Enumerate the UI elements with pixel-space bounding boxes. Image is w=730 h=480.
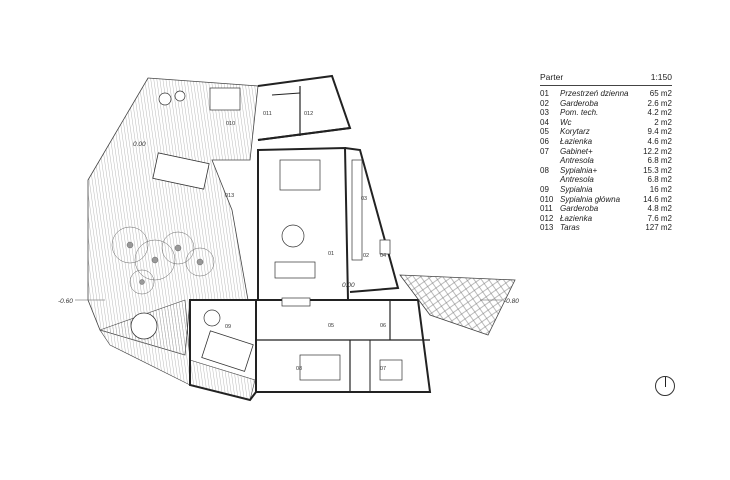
legend-row: 01 Przestrzeń dzienna 65 m2 — [540, 89, 672, 99]
legend-name: Antresola — [560, 156, 594, 166]
room-label-06: 06 — [380, 323, 386, 329]
legend-scale: 1:150 — [650, 72, 672, 82]
legend-name: Sypialnia główna — [560, 194, 621, 204]
legend-row: 012 Łazienka 7.6 m2 — [540, 214, 672, 224]
legend-num: 02 — [540, 98, 549, 108]
room-label-013: 013 — [225, 193, 234, 199]
legend-num: 012 — [540, 213, 554, 223]
room-label-07: 07 — [380, 366, 386, 372]
legend-title: Parter — [540, 72, 564, 82]
legend-num: 06 — [540, 136, 549, 146]
legend-num: 01 — [540, 89, 549, 98]
legend-area: 12.2 m2 — [643, 146, 672, 156]
legend-row: 02 Garderoba 2.6 m2 — [540, 99, 672, 109]
legend-area: 9.4 m2 — [647, 127, 672, 137]
terrace-table — [130, 312, 158, 340]
furniture — [158, 87, 403, 381]
legend-area: 4.2 m2 — [647, 108, 672, 118]
legend-num: 08 — [540, 165, 549, 175]
level-terrace: 0.00 — [133, 141, 146, 148]
legend-name: Korytarz — [560, 127, 590, 137]
legend-name: Sypialnia — [560, 184, 593, 194]
legend-num: 010 — [540, 194, 554, 204]
legend-num: 04 — [540, 117, 549, 127]
sunbed-2 — [201, 330, 254, 372]
room-label-011: 011 — [263, 111, 272, 117]
room-label-012: 012 — [304, 111, 313, 117]
legend-area: 2.6 m2 — [647, 98, 672, 108]
legend-name: Garderoba — [560, 204, 599, 214]
legend-name: Sypialnia+ — [560, 165, 598, 175]
room-label-08: 08 — [296, 366, 302, 372]
entrance-stairs — [399, 274, 516, 336]
room-label-04: 04 — [380, 253, 386, 259]
legend-num — [540, 156, 560, 166]
legend-num: 03 — [540, 108, 549, 118]
legend-row: 08 Sypialnia+ 15.3 m2 — [540, 166, 672, 176]
sunbed — [152, 152, 210, 190]
legend-name: Antresola — [560, 175, 594, 185]
level-right: -0.80 — [504, 298, 519, 305]
legend-row: 013 Taras 127 m2 — [540, 223, 672, 233]
legend-area: 7.6 m2 — [647, 213, 672, 223]
legend-num: 011 — [540, 204, 553, 214]
legend-num: 013 — [540, 223, 554, 233]
tree-icon — [111, 226, 215, 295]
legend-name: Taras — [560, 223, 580, 233]
legend-area: 65 m2 — [649, 89, 672, 98]
legend-area: 127 m2 — [645, 223, 672, 233]
legend-name: Gabinet+ — [560, 146, 593, 156]
room-label-010: 010 — [226, 121, 235, 127]
legend-row: 011 Garderoba 4.8 m2 — [540, 204, 672, 214]
terrace-seat — [203, 309, 221, 327]
legend-name: Łazienka — [560, 136, 593, 146]
legend-name: Pom. tech. — [560, 108, 599, 118]
legend-area: 16 m2 — [649, 184, 672, 194]
legend-name: Przestrzeń dzienna — [560, 89, 629, 98]
legend-area: 2 m2 — [654, 117, 672, 127]
legend-row: Antresola 6.8 m2 — [540, 175, 672, 185]
legend-area: 4.8 m2 — [647, 204, 672, 214]
legend-row: 06 Łazienka 4.6 m2 — [540, 137, 672, 147]
legend-num — [540, 175, 560, 185]
legend-row: 07 Gabinet+ 12.2 m2 — [540, 147, 672, 157]
legend-row: 04 Wc 2 m2 — [540, 118, 672, 128]
legend-row: 05 Korytarz 9.4 m2 — [540, 127, 672, 137]
room-label-09: 09 — [225, 324, 231, 330]
legend-area: 15.3 m2 — [643, 165, 672, 175]
legend-area: 14.6 m2 — [643, 194, 672, 204]
legend-row: Antresola 6.8 m2 — [540, 156, 672, 166]
legend-area: 6.8 m2 — [647, 175, 672, 185]
legend-name: Łazienka — [560, 213, 593, 223]
level-entry: 0.00 — [342, 282, 355, 289]
room-label-03: 03 — [361, 196, 367, 202]
legend-num: 05 — [540, 127, 549, 137]
legend-area: 4.6 m2 — [647, 136, 672, 146]
room-label-02: 02 — [363, 253, 369, 259]
north-arrow-icon — [655, 376, 675, 396]
room-label-05: 05 — [328, 323, 334, 329]
legend-num: 07 — [540, 146, 549, 156]
legend-num: 09 — [540, 184, 549, 194]
legend-name: Garderoba — [560, 98, 599, 108]
legend-row: 09 Sypialnia 16 m2 — [540, 185, 672, 195]
room-label-01: 01 — [328, 251, 334, 257]
legend-area: 6.8 m2 — [647, 156, 672, 166]
legend-row: 03 Pom. tech. 4.2 m2 — [540, 108, 672, 118]
level-left: -0.60 — [58, 298, 73, 305]
legend-row: 010 Sypialnia główna 14.6 m2 — [540, 195, 672, 205]
bedroom-wing — [189, 299, 257, 402]
legend-name: Wc — [560, 117, 572, 127]
legend-header: Parter 1:150 — [540, 72, 672, 86]
